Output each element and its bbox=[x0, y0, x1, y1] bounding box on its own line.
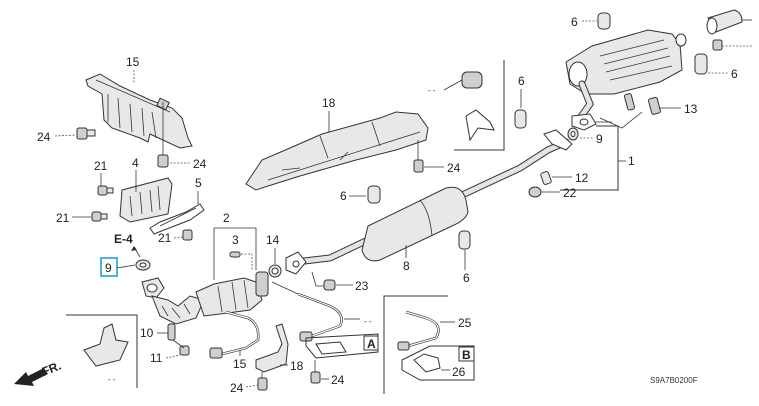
oxygen-sensor-a[interactable] bbox=[297, 292, 343, 342]
callout-12: 11 bbox=[150, 351, 163, 365]
floor-heat-shield-20[interactable] bbox=[245, 111, 429, 191]
callout-13: 13 bbox=[684, 102, 698, 116]
gasket-8[interactable] bbox=[567, 127, 579, 141]
callout-24-a: 24 bbox=[37, 130, 51, 144]
callout-6-d: 6 bbox=[463, 271, 470, 285]
box-a bbox=[363, 335, 379, 351]
hanger-bracket[interactable] bbox=[465, 109, 495, 142]
hanger-6-right[interactable] bbox=[694, 53, 708, 75]
label-b[interactable]: B bbox=[462, 348, 471, 362]
callout-8: 9 bbox=[596, 132, 603, 146]
oxygen-sensor-25[interactable] bbox=[397, 310, 440, 351]
clamp-bolt[interactable] bbox=[712, 39, 723, 51]
callout-25: 25 bbox=[458, 316, 472, 330]
callout-22: 22 bbox=[563, 186, 577, 200]
nut-22[interactable] bbox=[528, 186, 542, 198]
bolt-13[interactable] bbox=[623, 93, 661, 115]
callout-26: 26 bbox=[452, 365, 466, 379]
callout-11: 10 bbox=[140, 326, 154, 340]
dash-mark: - - bbox=[364, 317, 372, 326]
callout-21-c: 21 bbox=[158, 231, 172, 245]
exhaust-tip[interactable] bbox=[706, 9, 743, 35]
callout-18: 18 bbox=[290, 359, 304, 373]
heat-shield-19[interactable] bbox=[85, 73, 193, 149]
callout-14: 14 bbox=[266, 233, 280, 247]
callout-19: 15 bbox=[126, 55, 140, 69]
callout-6-e: 6 bbox=[731, 67, 738, 81]
bolt-24-bottom-center[interactable] bbox=[310, 371, 321, 384]
callout-21-b: 21 bbox=[56, 211, 70, 225]
callout-6-c: 6 bbox=[340, 189, 347, 203]
callout-23: 23 bbox=[355, 279, 369, 293]
callout-24-b: 24 bbox=[193, 157, 207, 171]
diagram-code: S9A7B0200F bbox=[650, 376, 698, 385]
center-pipe-silencer-7[interactable] bbox=[285, 129, 573, 275]
clip-26[interactable] bbox=[413, 353, 441, 373]
muffler-1[interactable] bbox=[565, 29, 687, 131]
label-a[interactable]: A bbox=[367, 337, 376, 351]
dash-mark: - - bbox=[108, 375, 116, 384]
bolt-21-a[interactable] bbox=[97, 185, 114, 196]
callout-10: 12 bbox=[575, 171, 589, 185]
callout-7: 8 bbox=[403, 259, 410, 273]
callout-9[interactable]: 9 bbox=[105, 261, 112, 275]
oxygen-sensor-15[interactable] bbox=[209, 310, 260, 359]
callout-24-e: 24 bbox=[331, 373, 345, 387]
nut-12[interactable] bbox=[179, 345, 190, 356]
reference-e4[interactable]: E-4 bbox=[114, 232, 133, 246]
bolt-24-left[interactable] bbox=[76, 127, 96, 140]
callout-4: 4 bbox=[132, 156, 139, 170]
bolt-24-center-left[interactable] bbox=[157, 102, 169, 168]
clip-a[interactable] bbox=[315, 341, 347, 355]
catalytic-converter-2[interactable] bbox=[195, 271, 269, 317]
callout-6-a: 6 bbox=[571, 15, 578, 29]
gasket-9[interactable] bbox=[135, 259, 151, 271]
highlight-box-9 bbox=[100, 257, 118, 277]
hanger-6-c[interactable] bbox=[458, 230, 471, 250]
callout-24-d: 24 bbox=[447, 161, 461, 175]
gasket-14[interactable] bbox=[268, 264, 282, 278]
hanger-6-a[interactable] bbox=[514, 109, 527, 129]
callout-20: 18 bbox=[322, 96, 336, 110]
hanger-6-top[interactable] bbox=[597, 12, 611, 30]
spring-10[interactable] bbox=[540, 171, 552, 185]
front-direction-arrow: FR. bbox=[14, 359, 63, 386]
nut-23[interactable] bbox=[323, 279, 336, 291]
hanger-6-b[interactable] bbox=[367, 185, 381, 204]
callout-3: 3 bbox=[232, 233, 239, 247]
front-label: FR. bbox=[40, 359, 63, 379]
callout-6-b: 6 bbox=[518, 74, 525, 88]
callout-24-c: 24 bbox=[230, 381, 244, 395]
callout-5: 5 bbox=[195, 176, 202, 190]
bracket-5[interactable] bbox=[149, 203, 205, 235]
bolt-11[interactable] bbox=[167, 323, 176, 341]
callout-2: 2 bbox=[223, 211, 230, 225]
bolt-24-shield[interactable] bbox=[413, 159, 424, 173]
callout-21-a: 21 bbox=[94, 159, 108, 173]
bolt-21-b[interactable] bbox=[91, 211, 108, 222]
bolt-21-c[interactable] bbox=[182, 229, 193, 241]
callout-1: 1 bbox=[628, 154, 635, 168]
dash-mark: - - bbox=[428, 86, 436, 95]
bracket-18[interactable] bbox=[255, 323, 289, 373]
box-b bbox=[458, 346, 475, 362]
heat-shield-4[interactable] bbox=[119, 177, 173, 223]
stud-3[interactable] bbox=[229, 251, 241, 258]
rubber-mount[interactable] bbox=[461, 71, 483, 89]
bracket-front[interactable] bbox=[83, 323, 129, 367]
exhaust-manifold[interactable] bbox=[141, 277, 205, 325]
bolt-24-bottom-left[interactable] bbox=[257, 377, 268, 391]
callout-15: 15 bbox=[233, 357, 247, 371]
